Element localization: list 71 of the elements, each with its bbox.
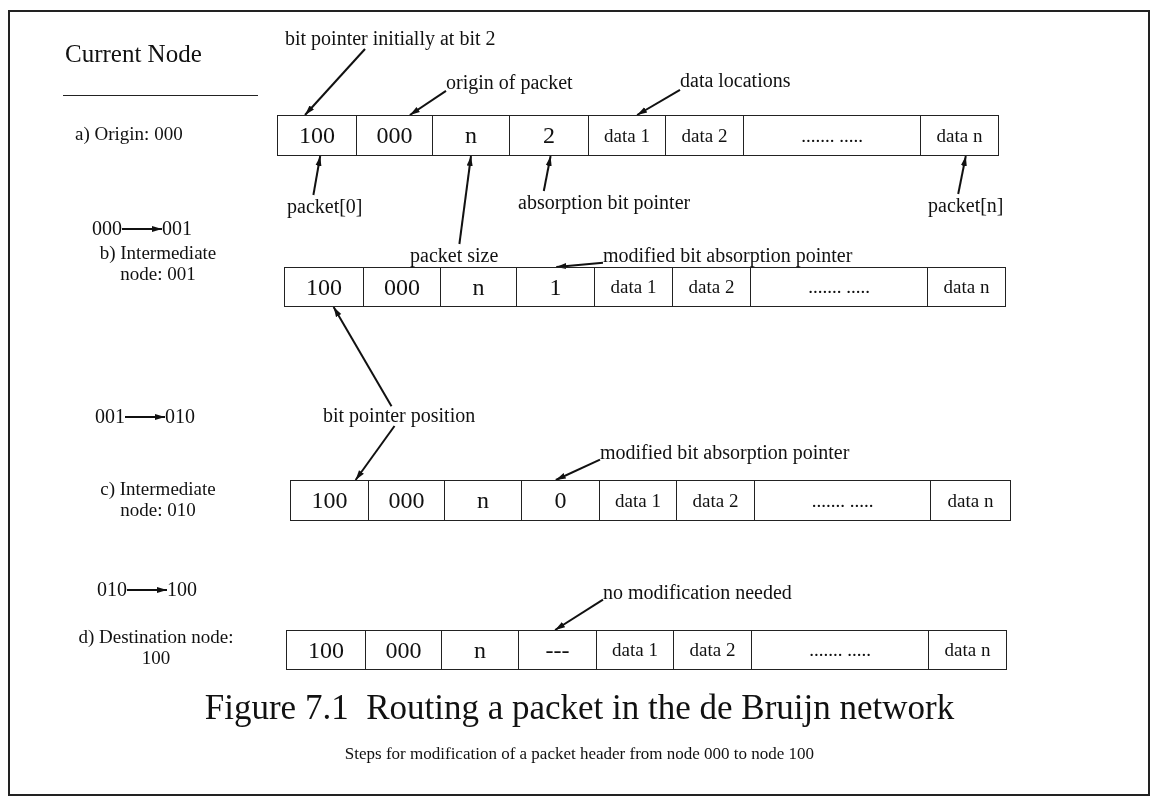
packet-field: 0 bbox=[521, 480, 600, 521]
packet-field: 000 bbox=[356, 115, 433, 156]
row-label: a) Origin: 000 bbox=[75, 124, 183, 145]
column-heading: Current Node bbox=[65, 40, 202, 68]
packet-field: data n bbox=[927, 267, 1006, 307]
annotation-text: packet[0] bbox=[287, 195, 363, 217]
packet-field: 100 bbox=[277, 115, 357, 156]
packet-field: data n bbox=[930, 480, 1011, 521]
leader-arrow bbox=[312, 155, 322, 196]
annotation-text: bit pointer initially at bit 2 bbox=[285, 27, 496, 49]
packet-field: 000 bbox=[368, 480, 445, 521]
arrow bbox=[126, 587, 168, 594]
packet-field: data n bbox=[920, 115, 999, 156]
annotation-text: modified bit absorption pointer bbox=[603, 244, 853, 266]
leader-arrow bbox=[636, 88, 681, 116]
row-label: d) Destination node: 100 bbox=[77, 627, 235, 669]
annotation-text: bit pointer position bbox=[323, 404, 476, 426]
packet-field: data 1 bbox=[596, 630, 674, 670]
annotation-text: modified bit absorption pointer bbox=[600, 441, 850, 463]
packet-field: ....... ..... bbox=[751, 630, 929, 670]
annotation-text: packet[n] bbox=[928, 194, 1004, 216]
row-label: b) Intermediate node: 001 bbox=[98, 243, 218, 285]
annotation-text: packet size bbox=[410, 244, 499, 266]
arrow bbox=[121, 226, 163, 233]
node-address: 000 bbox=[92, 217, 122, 239]
packet-field: n bbox=[432, 115, 510, 156]
packet-field: data 2 bbox=[665, 115, 744, 156]
node-address: 010 bbox=[165, 405, 195, 427]
annotation-text: origin of packet bbox=[446, 71, 573, 93]
annotation-text: absorption bit pointer bbox=[518, 191, 691, 213]
annotation-text: data locations bbox=[680, 69, 791, 91]
packet-field: data n bbox=[928, 630, 1007, 670]
leader-arrow bbox=[554, 598, 604, 631]
packet-field: 100 bbox=[284, 267, 364, 307]
packet-field: data 1 bbox=[594, 267, 673, 307]
packet-field: 1 bbox=[516, 267, 595, 307]
packet-field: n bbox=[441, 630, 519, 670]
row-label: c) Intermediate node: 010 bbox=[99, 479, 217, 521]
packet-field: 100 bbox=[286, 630, 366, 670]
arrow bbox=[124, 414, 166, 421]
node-address: 001 bbox=[162, 217, 192, 239]
annotation-text: no modification needed bbox=[603, 581, 792, 603]
packet-field: 000 bbox=[363, 267, 441, 307]
node-address: 001 bbox=[95, 405, 125, 427]
packet-field: ....... ..... bbox=[754, 480, 931, 521]
leader-arrow bbox=[458, 155, 473, 245]
packet-field: data 2 bbox=[672, 267, 751, 307]
figure-title: Figure 7.1 Routing a packet in the de Bruijn network bbox=[204, 688, 955, 727]
node-address: 010 bbox=[97, 578, 127, 600]
figure-caption: Steps for modification of a packet header from node 000 to node 100 bbox=[344, 744, 815, 763]
packet-field: 000 bbox=[365, 630, 442, 670]
leader-arrow bbox=[408, 89, 447, 116]
leader-arrow bbox=[555, 261, 604, 270]
packet-field: data 1 bbox=[588, 115, 666, 156]
leader-arrow bbox=[354, 425, 396, 481]
packet-field: ....... ..... bbox=[743, 115, 921, 156]
packet-field: n bbox=[440, 267, 517, 307]
leader-arrow bbox=[554, 458, 601, 481]
packet-field: 2 bbox=[509, 115, 589, 156]
packet-field: data 2 bbox=[673, 630, 752, 670]
packet-field: 100 bbox=[290, 480, 369, 521]
packet-field: data 2 bbox=[676, 480, 755, 521]
leader-arrow bbox=[957, 155, 967, 195]
leader-arrow bbox=[332, 306, 393, 408]
leader-arrow bbox=[542, 155, 552, 192]
leader-arrow bbox=[304, 48, 366, 116]
packet-field: --- bbox=[518, 630, 597, 670]
packet-field: data 1 bbox=[599, 480, 677, 521]
packet-field: n bbox=[444, 480, 522, 521]
node-address: 100 bbox=[167, 578, 197, 600]
packet-field: ....... ..... bbox=[750, 267, 928, 307]
